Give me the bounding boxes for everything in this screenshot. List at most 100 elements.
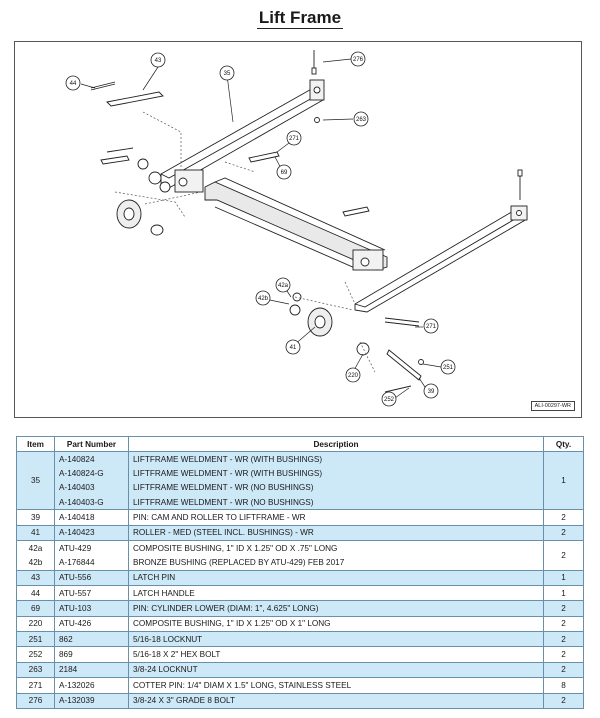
- qty-cell: 2: [543, 646, 584, 663]
- item-cell: 271: [16, 677, 55, 693]
- svg-text:39: 39: [428, 389, 435, 395]
- qty-cell: 1: [543, 569, 584, 586]
- callout-271-top: 271: [286, 130, 302, 146]
- callout-251: 251: [440, 359, 456, 375]
- part-number-cell: ATU-556: [54, 569, 129, 586]
- description-cell: COTTER PIN: 1/4" DIAM X 1.5" LONG, STAIN…: [128, 677, 544, 693]
- table-row: A-140403 LIFTFRAME WELDMENT - WR (NO BUS…: [17, 480, 584, 496]
- item-cell: 42b: [16, 555, 55, 571]
- item-cell: 251: [16, 631, 55, 647]
- part-number-cell: ATU-426: [54, 615, 129, 632]
- description-cell: COMPOSITE BUSHING, 1" ID X 1.25" OD X .7…: [128, 540, 544, 556]
- page-title: Lift Frame: [0, 8, 600, 29]
- part-number-cell: 869: [54, 646, 129, 663]
- qty-cell: 2: [543, 524, 584, 541]
- table-row: 263 2184 3/8-24 LOCKNUT 2: [16, 661, 584, 678]
- table-row: A-140403-G LIFTFRAME WELDMENT - WR (NO B…: [17, 495, 584, 510]
- qty-cell: 2: [543, 600, 584, 617]
- item-cell: 276: [16, 692, 55, 709]
- description-cell: LATCH PIN: [128, 569, 544, 586]
- description-cell: LATCH HANDLE: [128, 585, 544, 601]
- svg-text:251: 251: [443, 365, 454, 371]
- item-cell: 43: [16, 569, 55, 586]
- description-cell: LIFTFRAME WELDMENT - WR (WITH BUSHINGS): [128, 466, 544, 481]
- col-header-description: Description: [128, 436, 544, 452]
- item-cell: 69: [16, 600, 55, 617]
- description-cell: PIN: CYLINDER LOWER (DIAM: 1", 4.625" LO…: [128, 600, 544, 617]
- svg-text:43: 43: [155, 58, 162, 64]
- qty-cell: 1: [543, 450, 584, 510]
- qty-cell: 2: [543, 631, 584, 647]
- description-cell: 5/16-18 LOCKNUT: [128, 631, 544, 647]
- part-number-cell: 862: [54, 631, 129, 647]
- qty-cell: 2: [543, 661, 584, 678]
- table-row: 41 A-140423 ROLLER - MED (STEEL INCL. BU…: [16, 524, 584, 541]
- table-row: 43 ATU-556 LATCH PIN 1: [16, 569, 584, 586]
- parts-table: Item Part Number Description Qty. 35 A-1…: [16, 436, 584, 709]
- item-cell: 41: [16, 524, 55, 541]
- part-number-cell: ATU-429: [54, 540, 129, 556]
- bracket-left: [174, 169, 204, 193]
- callout-69: 69: [276, 164, 292, 180]
- callout-41: 41: [285, 339, 301, 355]
- svg-text:252: 252: [384, 397, 395, 403]
- drawing-number: ALI-00297-WR: [530, 401, 575, 411]
- part-number-cell: A-140403-G: [54, 495, 129, 510]
- callout-271-bottom: 271: [423, 318, 439, 334]
- table-row: 251 862 5/16-18 LOCKNUT 2: [16, 631, 584, 647]
- svg-text:41: 41: [290, 345, 297, 351]
- callout-39: 39: [423, 383, 439, 399]
- part-number-cell: A-140824: [54, 451, 129, 467]
- parts-table-header: Item Part Number Description Qty.: [16, 436, 584, 452]
- item-cell: 220: [16, 615, 55, 632]
- description-cell: 3/8-24 X 3" GRADE 8 BOLT: [128, 692, 544, 709]
- description-cell: PIN: CAM AND ROLLER TO LIFTFRAME - WR: [128, 509, 544, 526]
- callout-263: 263: [353, 111, 369, 127]
- description-cell: ROLLER - MED (STEEL INCL. BUSHINGS) - WR: [128, 524, 544, 541]
- part-number-cell: A-176844: [54, 555, 129, 571]
- center-beam: [204, 181, 388, 271]
- lift-frame-drawing: 43 44 35 276 263 271 69 42a 42b 41 220 2…: [65, 50, 528, 407]
- part-number-cell: 2184: [54, 661, 129, 678]
- svg-text:42b: 42b: [258, 296, 269, 302]
- callout-42a: 42a: [275, 277, 291, 293]
- svg-text:35: 35: [224, 71, 231, 77]
- description-cell: LIFTFRAME WELDMENT - WR (NO BUSHINGS): [128, 480, 544, 496]
- page-title-text: Lift Frame: [256, 8, 344, 29]
- col-header-qty: Qty.: [543, 436, 584, 452]
- callout-42b: 42b: [255, 290, 271, 306]
- qty-cell: 2: [543, 509, 584, 526]
- item-cell: 44: [16, 585, 55, 601]
- table-row: 42b A-176844 BRONZE BUSHING (REPLACED BY…: [16, 555, 584, 571]
- part-number-cell: ATU-557: [54, 585, 129, 601]
- table-row: 44 ATU-557 LATCH HANDLE 1: [16, 585, 584, 601]
- description-cell: LIFTFRAME WELDMENT - WR (WITH BUSHINGS): [128, 451, 544, 467]
- callout-44: 44: [65, 75, 81, 91]
- table-row: 220 ATU-426 COMPOSITE BUSHING, 1" ID X 1…: [16, 615, 584, 632]
- description-cell: 3/8-24 LOCKNUT: [128, 661, 544, 678]
- item-cell: 35: [16, 450, 55, 510]
- description-cell: 5/16-18 X 2" HEX BOLT: [128, 646, 544, 663]
- table-row: 69 ATU-103 PIN: CYLINDER LOWER (DIAM: 1"…: [16, 600, 584, 617]
- svg-text:271: 271: [426, 324, 437, 330]
- part-number-cell: A-140423: [54, 524, 129, 541]
- part-number-cell: A-132026: [54, 677, 129, 693]
- table-row: 42a ATU-429 COMPOSITE BUSHING, 1" ID X 1…: [16, 540, 584, 571]
- table-row: 276 A-132039 3/8-24 X 3" GRADE 8 BOLT 2: [16, 692, 584, 709]
- description-cell: BRONZE BUSHING (REPLACED BY ATU-429) FEB…: [128, 555, 544, 571]
- callout-252: 252: [381, 391, 397, 407]
- part-number-cell: A-140403: [54, 480, 129, 496]
- callout-220: 220: [345, 367, 361, 383]
- callout-43: 43: [150, 52, 166, 68]
- table-row: A-140824-G LIFTFRAME WELDMENT - WR (WITH…: [17, 466, 584, 481]
- exploded-diagram: 43 44 35 276 263 271 69 42a 42b 41 220 2…: [14, 41, 582, 418]
- qty-cell: 2: [543, 540, 584, 571]
- qty-cell: 8: [543, 677, 584, 693]
- part-number-cell: A-140824-G: [54, 466, 129, 481]
- callout-35: 35: [219, 65, 235, 81]
- part-number-cell: A-132039: [54, 692, 129, 709]
- part-number-cell: ATU-103: [54, 600, 129, 617]
- item-cell: 39: [16, 509, 55, 526]
- col-header-part-number: Part Number: [54, 436, 129, 452]
- table-row: 35 A-140824 LIFTFRAME WELDMENT - WR (WIT…: [16, 450, 584, 510]
